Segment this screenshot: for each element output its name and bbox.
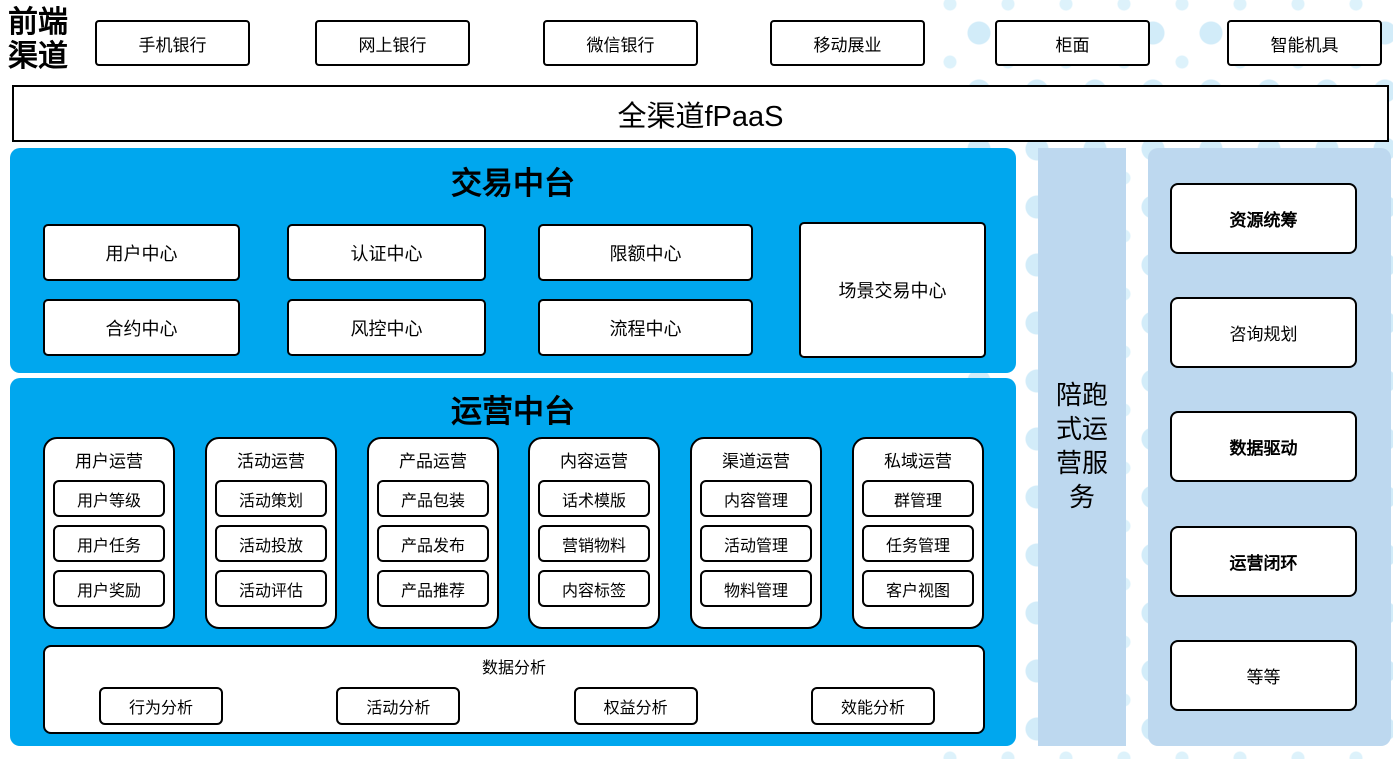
group-item: 客户视图 <box>862 570 974 607</box>
group-item: 内容标签 <box>538 570 650 607</box>
group-item: 活动管理 <box>700 525 812 562</box>
service-box-operation-loop: 运营闭环 <box>1170 526 1357 597</box>
group-title: 用户运营 <box>75 452 143 471</box>
group-item: 营销物料 <box>538 525 650 562</box>
group-title: 内容运营 <box>560 452 628 471</box>
group-activity-operation: 活动运营 活动策划 活动投放 活动评估 <box>205 437 337 629</box>
group-item: 活动评估 <box>215 570 327 607</box>
channel-box-mobile-marketing: 移动展业 <box>770 20 925 66</box>
center-box-risk: 风控中心 <box>287 299 486 356</box>
data-analysis-row: 行为分析 活动分析 权益分析 效能分析 <box>45 687 983 725</box>
group-item: 活动投放 <box>215 525 327 562</box>
analysis-box-behavior: 行为分析 <box>99 687 223 725</box>
group-title: 私域运营 <box>884 452 952 471</box>
group-item: 群管理 <box>862 480 974 517</box>
group-item: 用户任务 <box>53 525 165 562</box>
channel-box-mobile-banking: 手机银行 <box>95 20 250 66</box>
group-title: 产品运营 <box>399 452 467 471</box>
group-title: 活动运营 <box>237 452 305 471</box>
group-item: 产品发布 <box>377 525 489 562</box>
group-item: 物料管理 <box>700 570 812 607</box>
center-box-scene-transaction: 场景交易中心 <box>799 222 986 358</box>
analysis-box-rights: 权益分析 <box>573 687 698 725</box>
service-box-data-driven: 数据驱动 <box>1170 411 1357 482</box>
group-product-operation: 产品运营 产品包装 产品发布 产品推荐 <box>367 437 499 629</box>
group-private-domain-operation: 私域运营 群管理 任务管理 客户视图 <box>852 437 984 629</box>
channel-box-online-banking: 网上银行 <box>315 20 470 66</box>
transaction-platform-panel: 交易中台 用户中心 认证中心 限额中心 合约中心 风控中心 流程中心 场景交易中… <box>10 148 1016 373</box>
companion-service-label: 陪跑式运营服务 <box>1055 380 1108 512</box>
service-items-panel: 资源统筹 咨询规划 数据驱动 运营闭环 等等 <box>1148 148 1391 746</box>
group-channel-operation: 渠道运营 内容管理 活动管理 物料管理 <box>690 437 822 629</box>
group-title: 渠道运营 <box>722 452 790 471</box>
fpaas-bar: 全渠道fPaaS <box>12 85 1389 142</box>
group-content-operation: 内容运营 话术模版 营销物料 内容标签 <box>528 437 660 629</box>
group-user-operation: 用户运营 用户等级 用户任务 用户奖励 <box>43 437 175 629</box>
companion-service-bar: 陪跑式运营服务 <box>1038 148 1126 746</box>
service-box-consulting-planning: 咨询规划 <box>1170 297 1357 368</box>
group-item: 活动策划 <box>215 480 327 517</box>
front-channels-label: 前端渠道 <box>8 6 68 73</box>
group-item: 产品包装 <box>377 480 489 517</box>
operation-platform-panel: 运营中台 用户运营 用户等级 用户任务 用户奖励 活动运营 活动策划 活动投放 … <box>10 378 1016 746</box>
service-box-etc: 等等 <box>1170 640 1357 711</box>
operation-platform-title: 运营中台 <box>451 394 575 429</box>
analysis-box-efficiency: 效能分析 <box>810 687 935 725</box>
data-analysis-title: 数据分析 <box>481 660 546 677</box>
group-item: 内容管理 <box>700 480 812 517</box>
center-box-auth: 认证中心 <box>287 224 486 281</box>
group-item: 任务管理 <box>862 525 974 562</box>
center-box-limit: 限额中心 <box>538 224 753 281</box>
transaction-platform-title: 交易中台 <box>451 166 575 201</box>
group-item: 话术模版 <box>538 480 650 517</box>
group-item: 用户等级 <box>53 480 165 517</box>
center-box-process: 流程中心 <box>538 299 753 356</box>
data-analysis-card: 数据分析 行为分析 活动分析 权益分析 效能分析 <box>43 645 985 734</box>
analysis-box-activity: 活动分析 <box>336 687 461 725</box>
channel-box-smart-machines: 智能机具 <box>1227 20 1382 66</box>
channel-box-wechat-banking: 微信银行 <box>543 20 698 66</box>
group-item: 产品推荐 <box>377 570 489 607</box>
group-item: 用户奖励 <box>53 570 165 607</box>
center-box-contract: 合约中心 <box>43 299 240 356</box>
service-box-resource-coordination: 资源统筹 <box>1170 183 1357 254</box>
channel-box-counter: 柜面 <box>995 20 1150 66</box>
center-box-user: 用户中心 <box>43 224 240 281</box>
